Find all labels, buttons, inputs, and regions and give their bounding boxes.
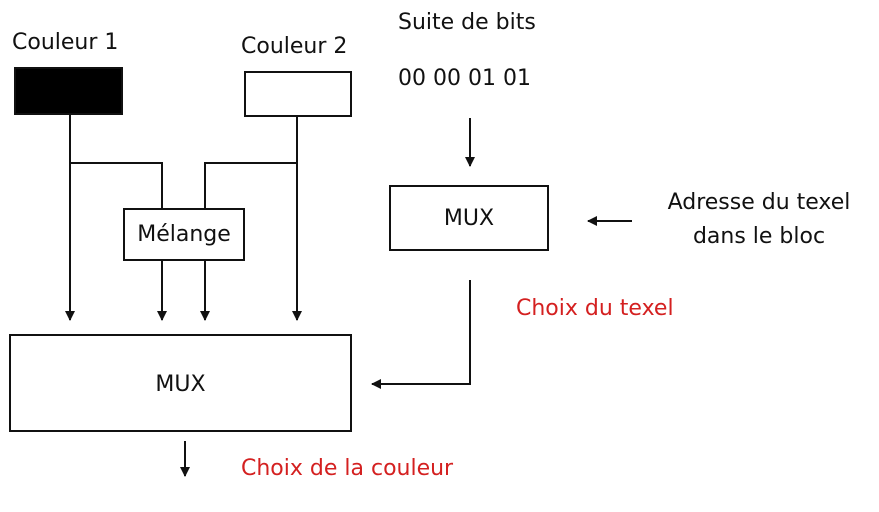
mux-small-label: MUX [443,206,495,231]
mux-big-label: MUX [155,372,206,397]
color1-label: Couleur 1 [12,30,119,55]
bits-value: 00 00 01 01 [398,66,531,91]
mux-big-box [9,334,352,432]
color-choice-label: Choix de la couleur [241,456,454,481]
blend-label: Mélange [137,222,231,247]
mux-small-box [389,185,549,251]
address-label-line2: dans le bloc [692,224,826,249]
texel-choice-label: Choix du texel [516,296,674,321]
color1-blend-wire [70,162,163,209]
color1-swatch [14,67,123,115]
color2-blend-wire [204,162,297,209]
blend-box [123,208,245,261]
color2-swatch [244,71,352,117]
address-label-line1: Adresse du texel [667,190,851,215]
color2-label: Couleur 2 [241,34,348,59]
address-label: Adresse du texel dans le bloc [644,186,874,254]
texel-select-wire [371,280,471,389]
bits-title: Suite de bits [398,10,536,35]
